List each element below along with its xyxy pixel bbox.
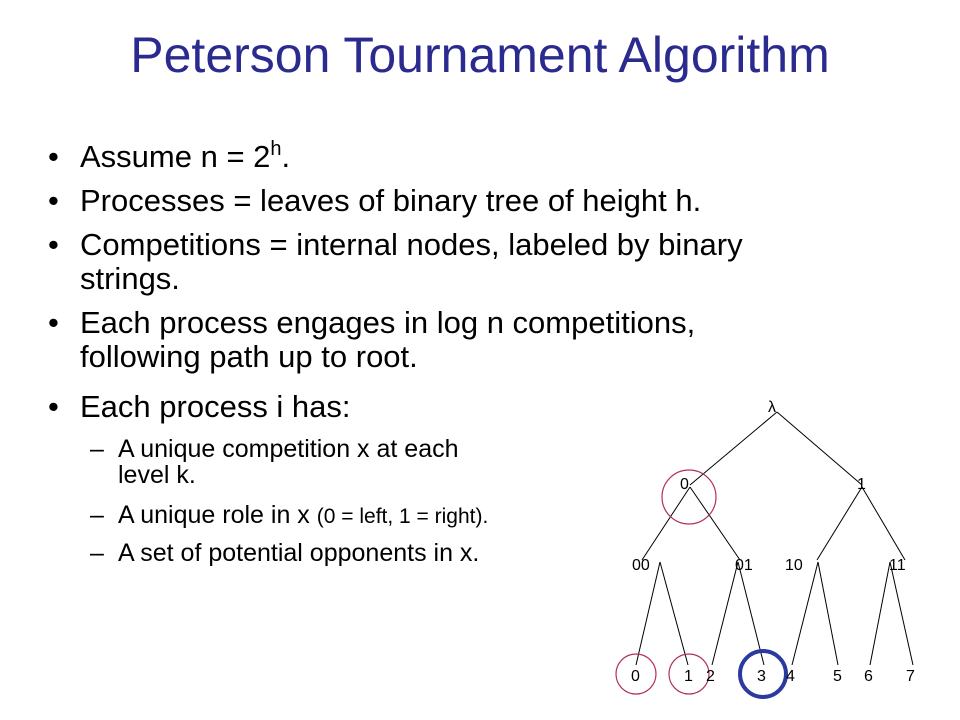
bullet-text-line2: strings. (80, 261, 180, 296)
edge-11-leaf7 (889, 561, 914, 666)
sub-text-line2: level k. (118, 461, 196, 489)
bullet-text-line2: following path up to root. (80, 339, 418, 374)
tree-leaf-6: 6 (864, 668, 873, 685)
edge-0-00 (641, 486, 691, 561)
tree-leaf-1: 1 (684, 668, 693, 685)
edge-root-left (689, 411, 778, 486)
edge-00-leaf1 (659, 561, 689, 666)
sub-text: A unique role in x (118, 501, 317, 529)
bullet-marker: • (48, 139, 59, 174)
slide-title: Peterson Tournament Algorithm (130, 27, 830, 83)
dash-marker: – (90, 435, 104, 463)
sub-text-small: (0 = left, 1 = right). (316, 505, 489, 528)
tree-leaf-0: 0 (631, 668, 640, 685)
tree-edges (635, 411, 914, 666)
tree-leaf-3: 3 (757, 668, 766, 685)
sub-text-line1: A unique competition x at each (118, 435, 459, 463)
highlight-circle-leaf-1 (668, 653, 710, 695)
bullet-text: Each process i has: (80, 389, 351, 424)
bullet-text: Assume n = 2 (80, 139, 271, 174)
tree-node-00: 00 (632, 557, 650, 574)
dash-marker: – (90, 501, 104, 529)
tree-node-11: 11 (889, 557, 906, 574)
edge-10-leaf5 (817, 561, 839, 666)
edge-10-leaf4 (791, 561, 819, 666)
tree-leaf-2: 2 (706, 668, 715, 685)
bullet-text-line1: Competitions = internal nodes, labeled b… (80, 227, 743, 262)
tree-leaf-4: 4 (786, 668, 795, 685)
edge-11-leaf6 (869, 561, 891, 666)
tree-leaf-5: 5 (833, 668, 842, 685)
sub-text: A set of potential opponents in x. (118, 539, 480, 567)
edge-root-right (776, 411, 863, 486)
dash-marker: – (90, 539, 104, 567)
edge-01-leaf2 (711, 561, 739, 666)
highlight-circle-node-0 (661, 469, 717, 525)
bullet-marker: • (48, 183, 59, 218)
bullet-marker: • (48, 305, 59, 340)
highlight-circle-leaf-3 (738, 649, 788, 699)
tree-node-0: 0 (680, 476, 689, 493)
superscript-h: h (270, 138, 282, 160)
tree-leaf-7: 7 (906, 668, 915, 685)
edge-1-11 (861, 486, 906, 561)
edge-0-01 (689, 486, 741, 561)
edge-1-10 (816, 486, 863, 561)
highlight-circle-leaf-0 (615, 653, 657, 695)
tree-node-1: 1 (857, 476, 866, 493)
edge-01-leaf3 (737, 561, 765, 666)
tree-node-01: 01 (735, 557, 753, 574)
bullet-text: Processes = leaves of binary tree of hei… (80, 183, 702, 218)
bullet-text-tail: . (281, 139, 291, 174)
bullet-marker: • (48, 389, 59, 424)
tree-node-10: 10 (785, 557, 803, 574)
bullet-text-line1: Each process engages in log n competitio… (80, 305, 696, 340)
tree-root-label: λ (768, 399, 776, 416)
bullet-marker: • (48, 227, 59, 262)
edge-00-leaf0 (635, 561, 661, 666)
